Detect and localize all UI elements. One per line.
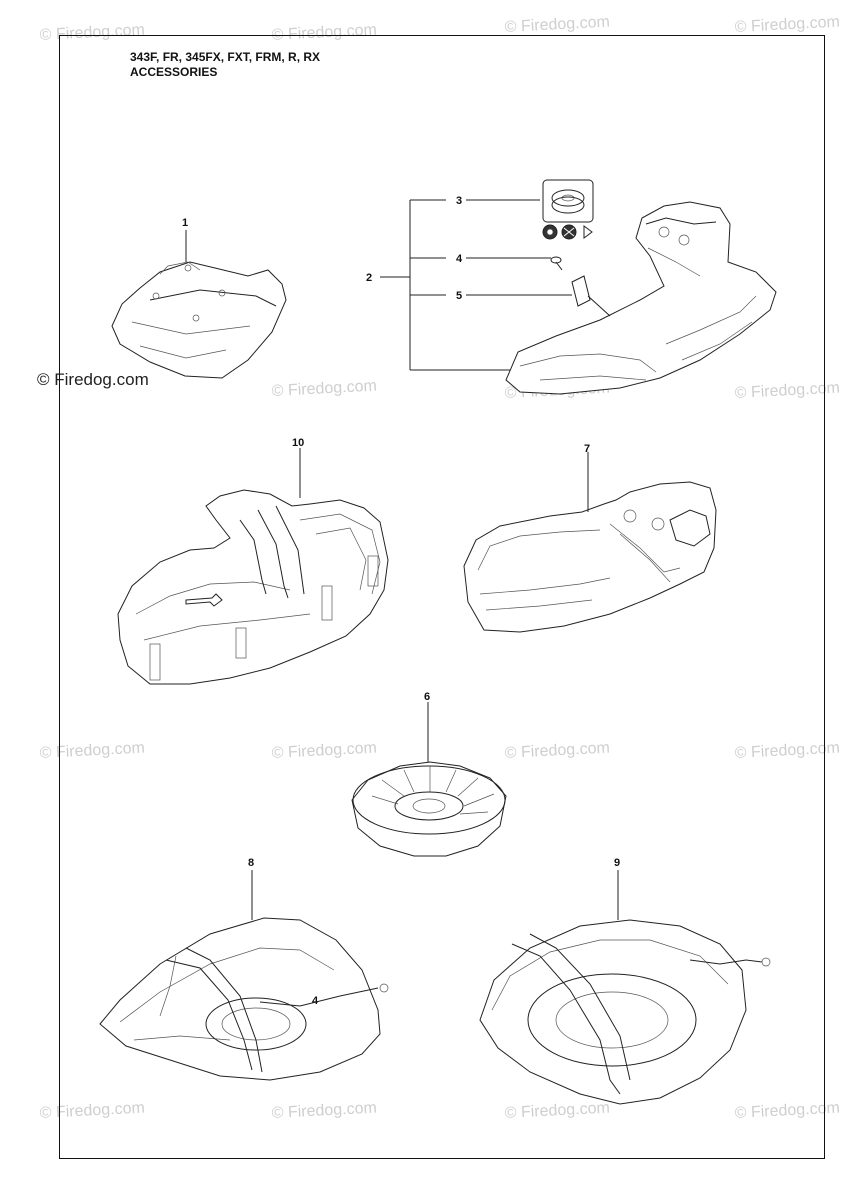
part-5-blade[interactable] xyxy=(571,275,611,317)
callout-9: 9 xyxy=(614,857,620,869)
part-9-guard[interactable] xyxy=(479,919,771,1105)
callout-2: 2 xyxy=(366,272,372,284)
part-4-screw[interactable] xyxy=(550,256,563,271)
part-7-guard[interactable] xyxy=(463,481,717,633)
model-list: 343F, FR, 345FX, FXT, FRM, R, RX xyxy=(130,50,321,64)
callout-4b: 4 xyxy=(312,995,319,1007)
part-2-guard-kit[interactable] xyxy=(505,201,777,395)
callout-5: 5 xyxy=(456,290,462,302)
callout-7: 7 xyxy=(584,443,590,455)
callout-3: 3 xyxy=(456,195,462,207)
watermark-front: © Firedog.com xyxy=(37,370,149,389)
part-1-guard[interactable] xyxy=(111,261,287,379)
callout-1: 1 xyxy=(182,217,188,229)
part-10-guard[interactable] xyxy=(117,489,389,685)
section-name: ACCESSORIES xyxy=(130,65,218,79)
part-6-cup[interactable] xyxy=(351,761,507,857)
part-8-guard[interactable] xyxy=(99,917,389,1081)
diagram-title: 343F, FR, 345FX, FXT, FRM, R, RX ACCESSO… xyxy=(130,50,320,80)
part-3-trimmer-head[interactable] xyxy=(542,179,594,240)
diagram-frame xyxy=(59,35,825,1159)
callout-10: 10 xyxy=(292,437,304,449)
callout-4: 4 xyxy=(456,253,463,265)
callout-6: 6 xyxy=(424,691,430,703)
callout-8: 8 xyxy=(248,857,254,869)
